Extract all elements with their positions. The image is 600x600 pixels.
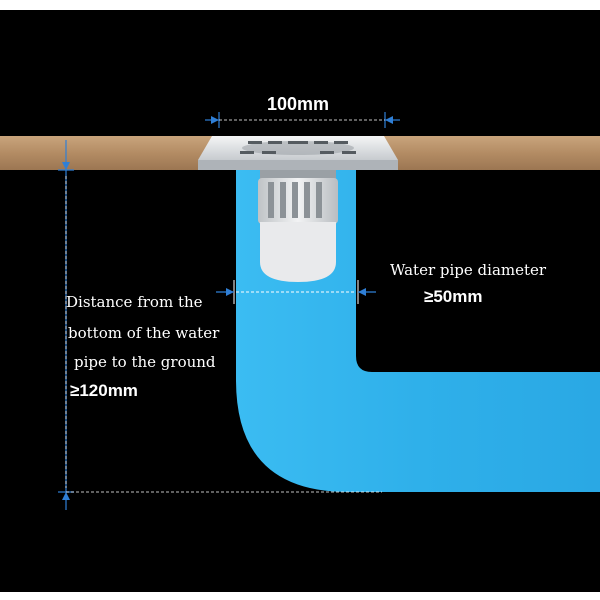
diameter-arrow-right [358,288,366,296]
distance-arrow-top [62,162,70,170]
drain-core [258,170,338,282]
pipe-diameter-value: ≥50mm [424,287,482,306]
distance-label-line2: bottom of the water [68,324,220,342]
drain-cover [198,136,398,170]
distance-label-line3: pipe to the ground [74,353,216,371]
diameter-arrow-left [226,288,234,296]
distance-label-line1: Distance from the [66,293,203,311]
drain-width-label: 100mm [267,94,329,114]
width-arrow-right [385,116,393,124]
distance-arrow-bottom [62,492,70,500]
width-arrow-left [211,116,219,124]
pipe-diameter-label: Water pipe diameter [390,261,547,279]
distance-dimension [58,140,382,510]
distance-value: ≥120mm [70,381,138,400]
